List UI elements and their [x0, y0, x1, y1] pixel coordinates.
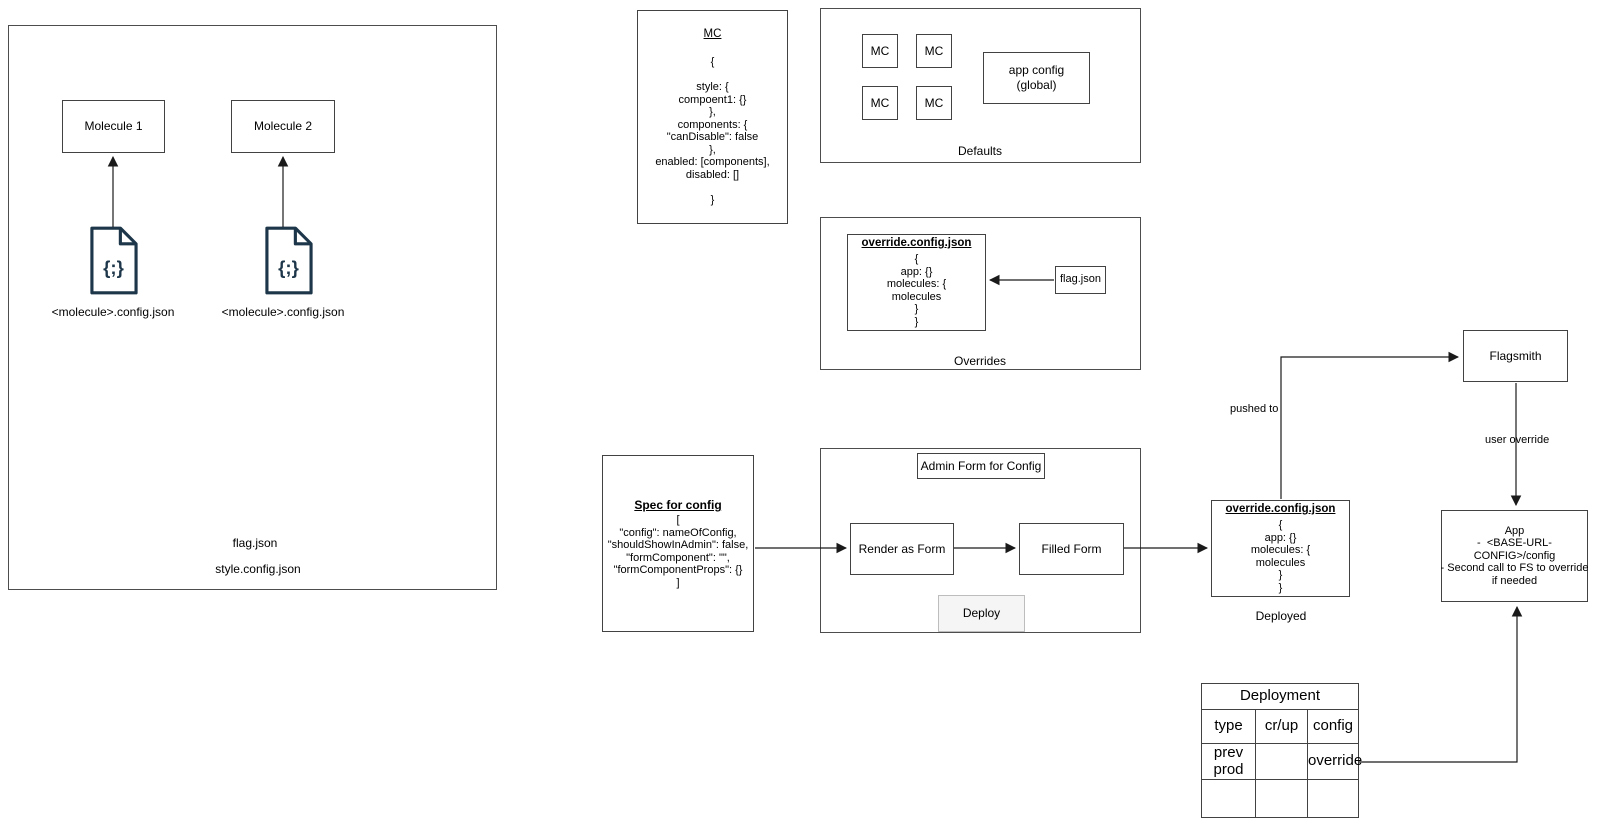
deploy-button: Deploy [938, 595, 1025, 632]
molecule1-box: Molecule 1 [62, 100, 165, 153]
table-cell [1255, 743, 1308, 780]
admin-form-title: Admin Form for Config [920, 458, 1042, 473]
code-line: molecules: { [886, 278, 947, 290]
code-line: { [1278, 519, 1283, 531]
app-line: - <BASE-URL- [1477, 537, 1552, 550]
flag-json-box-label: flag.json [1060, 273, 1101, 286]
code-line: enabled: [components], [655, 156, 770, 169]
arrow-deployed-pushed-to-flagsmith [1280, 351, 1460, 499]
json-file-icon: {;} [265, 226, 313, 295]
deployed-override-box: override.config.json { app: {} molecules… [1211, 500, 1350, 597]
filled-form-label: Filled Form [1041, 541, 1102, 556]
table-row [1201, 779, 1359, 818]
code-line: "formComponent": "", [626, 551, 730, 564]
file-fold [118, 228, 137, 246]
flagsmith-box: Flagsmith [1463, 330, 1568, 382]
table-cell: override [1307, 743, 1362, 780]
table-row: prev prod override [1201, 743, 1362, 780]
mc-spec-box: MC { style: { compoent1: {} }, component… [637, 10, 788, 224]
mc-box-3: MC [862, 86, 898, 120]
style-config-label: style.config.json [215, 562, 301, 576]
json-glyph: {;} [103, 257, 124, 278]
mc-box-2: MC [916, 34, 952, 68]
arrow-table-override-to-app [1359, 605, 1523, 763]
code-line: app: {} [1264, 531, 1297, 544]
code-line: app: {} [900, 265, 933, 278]
code-line: "formComponentProps": {} [613, 564, 743, 576]
table-cell [1201, 779, 1256, 818]
defaults-label: Defaults [957, 144, 1003, 158]
code-line: { [914, 253, 919, 265]
code-line: molecules: { [1250, 544, 1311, 556]
mc-label: MC [924, 95, 944, 110]
code-line: }, [709, 143, 716, 156]
code-line: } [1278, 569, 1283, 581]
molecule1-label: Molecule 1 [84, 119, 143, 133]
code-line: [ [676, 514, 680, 526]
molecule2-config-label: <molecule>.config.json [221, 305, 345, 319]
molecule1-config-label: <molecule>.config.json [51, 305, 175, 319]
code-line: style: { [696, 81, 729, 94]
code-line: "shouldShowInAdmin": false, [607, 539, 749, 551]
spec-title: Spec for config [634, 498, 722, 512]
json-file-icon: {;} [90, 226, 138, 295]
deployment-col-header: type [1201, 709, 1256, 744]
app-config-line1: app config [1008, 63, 1065, 77]
mc-box-4: MC [916, 86, 952, 120]
molecule2-label: Molecule 2 [253, 119, 313, 133]
code-line: "config": nameOfConfig, [619, 526, 737, 539]
deployment-table: Deployment type cr/up config prev prod o… [1201, 683, 1362, 818]
code-line: components: { [677, 118, 748, 131]
code-line: { [710, 56, 715, 69]
override-config-box: override.config.json { app: {} molecules… [847, 234, 986, 331]
code-line: } [710, 193, 715, 206]
render-as-form-label: Render as Form [858, 541, 946, 556]
code-line: ] [676, 576, 680, 589]
app-box: App - <BASE-URL- CONFIG>/config - Second… [1441, 510, 1588, 602]
app-config-line2: (global) [1016, 78, 1057, 92]
code-line: } [914, 315, 919, 328]
deployment-col-header: config [1307, 709, 1359, 744]
table-cell [1307, 779, 1359, 818]
code-line: molecules [891, 290, 942, 303]
flag-json-box: flag.json [1055, 266, 1106, 294]
mc-label: MC [870, 95, 890, 110]
molecule2-box: Molecule 2 [231, 100, 335, 153]
app-line: - Second call to FS to override [1440, 562, 1589, 575]
override-config-title: override.config.json [861, 237, 972, 249]
app-config-global-box: app config (global) [983, 52, 1090, 104]
code-line: } [914, 303, 919, 315]
overrides-label: Overrides [953, 354, 1006, 368]
deploy-button-label: Deploy [962, 606, 1001, 620]
mc-spec-title: MC [703, 27, 722, 40]
render-as-form-box: Render as Form [850, 523, 954, 575]
mc-label: MC [924, 43, 944, 58]
admin-form-title-box: Admin Form for Config [917, 453, 1045, 479]
app-line: if needed [1491, 574, 1538, 587]
flag-json-label: flag.json [232, 536, 278, 550]
table-cell [1255, 779, 1308, 818]
code-line: molecules [1255, 556, 1306, 569]
deployment-col-header: cr/up [1255, 709, 1308, 744]
user-override-label: user override [1483, 433, 1552, 447]
code-line: }, [709, 106, 716, 119]
spec-for-config-box: Spec for config [ "config": nameOfConfig… [602, 455, 754, 632]
deployed-label: Deployed [1255, 609, 1307, 623]
app-line: CONFIG>/config [1473, 549, 1556, 562]
pushed-to-label: pushed to [1228, 402, 1281, 416]
filled-form-box: Filled Form [1019, 523, 1124, 575]
file-fold [293, 228, 312, 246]
code-line: "canDisable": false [666, 131, 759, 144]
deployment-table-title: Deployment [1201, 683, 1359, 710]
mc-label: MC [870, 43, 890, 58]
mc-box-1: MC [862, 34, 898, 68]
code-line: compoent1: {} [678, 93, 747, 106]
code-line: disabled: [] [685, 168, 740, 181]
table-cell: prev prod [1201, 743, 1256, 780]
app-line: App [1504, 524, 1525, 537]
code-line: } [1278, 581, 1283, 594]
deployed-override-title: override.config.json [1225, 503, 1336, 515]
json-glyph: {;} [278, 257, 299, 278]
flagsmith-label: Flagsmith [1489, 348, 1542, 363]
